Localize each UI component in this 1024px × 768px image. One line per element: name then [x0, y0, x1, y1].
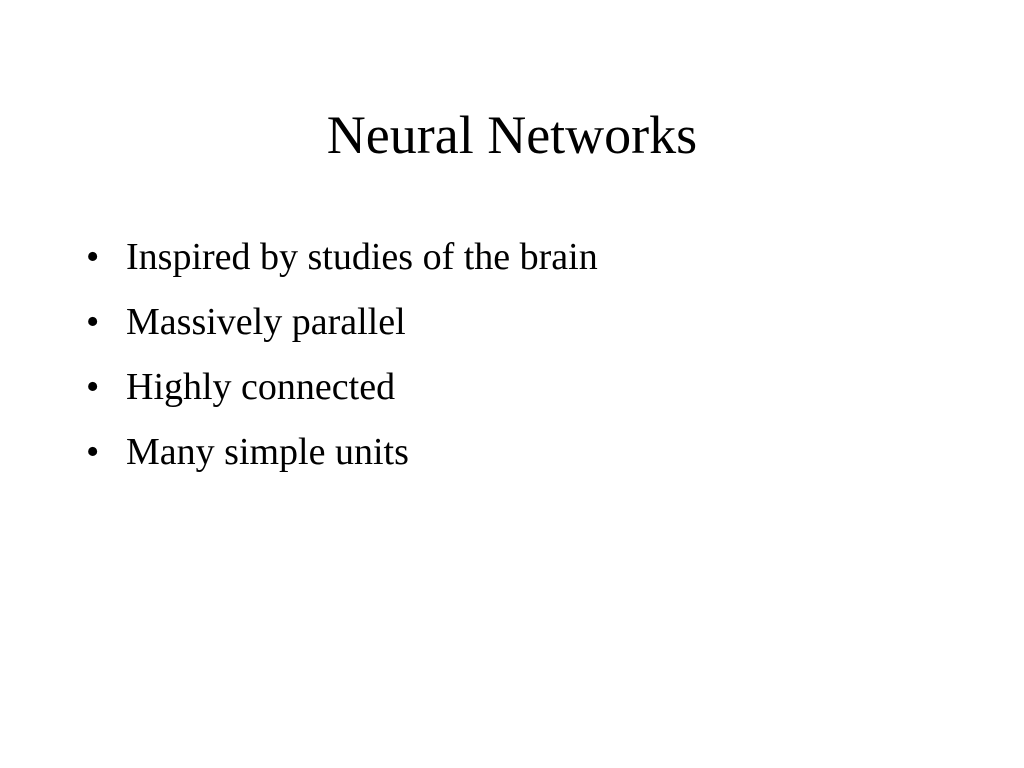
bullet-marker: •	[86, 301, 100, 343]
slide-title: Neural Networks	[326, 105, 698, 165]
bullet-list: • Inspired by studies of the brain • Mas…	[86, 232, 986, 492]
bullet-item: • Massively parallel	[86, 297, 986, 347]
bullet-item: • Highly connected	[86, 362, 986, 412]
bullet-marker: •	[86, 236, 100, 278]
bullet-text: Massively parallel	[126, 301, 406, 343]
bullet-marker: •	[86, 366, 100, 408]
bullet-marker: •	[86, 431, 100, 473]
bullet-text: Inspired by studies of the brain	[126, 236, 598, 278]
bullet-item: • Many simple units	[86, 427, 986, 477]
bullet-text: Many simple units	[126, 431, 409, 473]
bullet-item: • Inspired by studies of the brain	[86, 232, 986, 282]
bullet-text: Highly connected	[126, 366, 396, 408]
